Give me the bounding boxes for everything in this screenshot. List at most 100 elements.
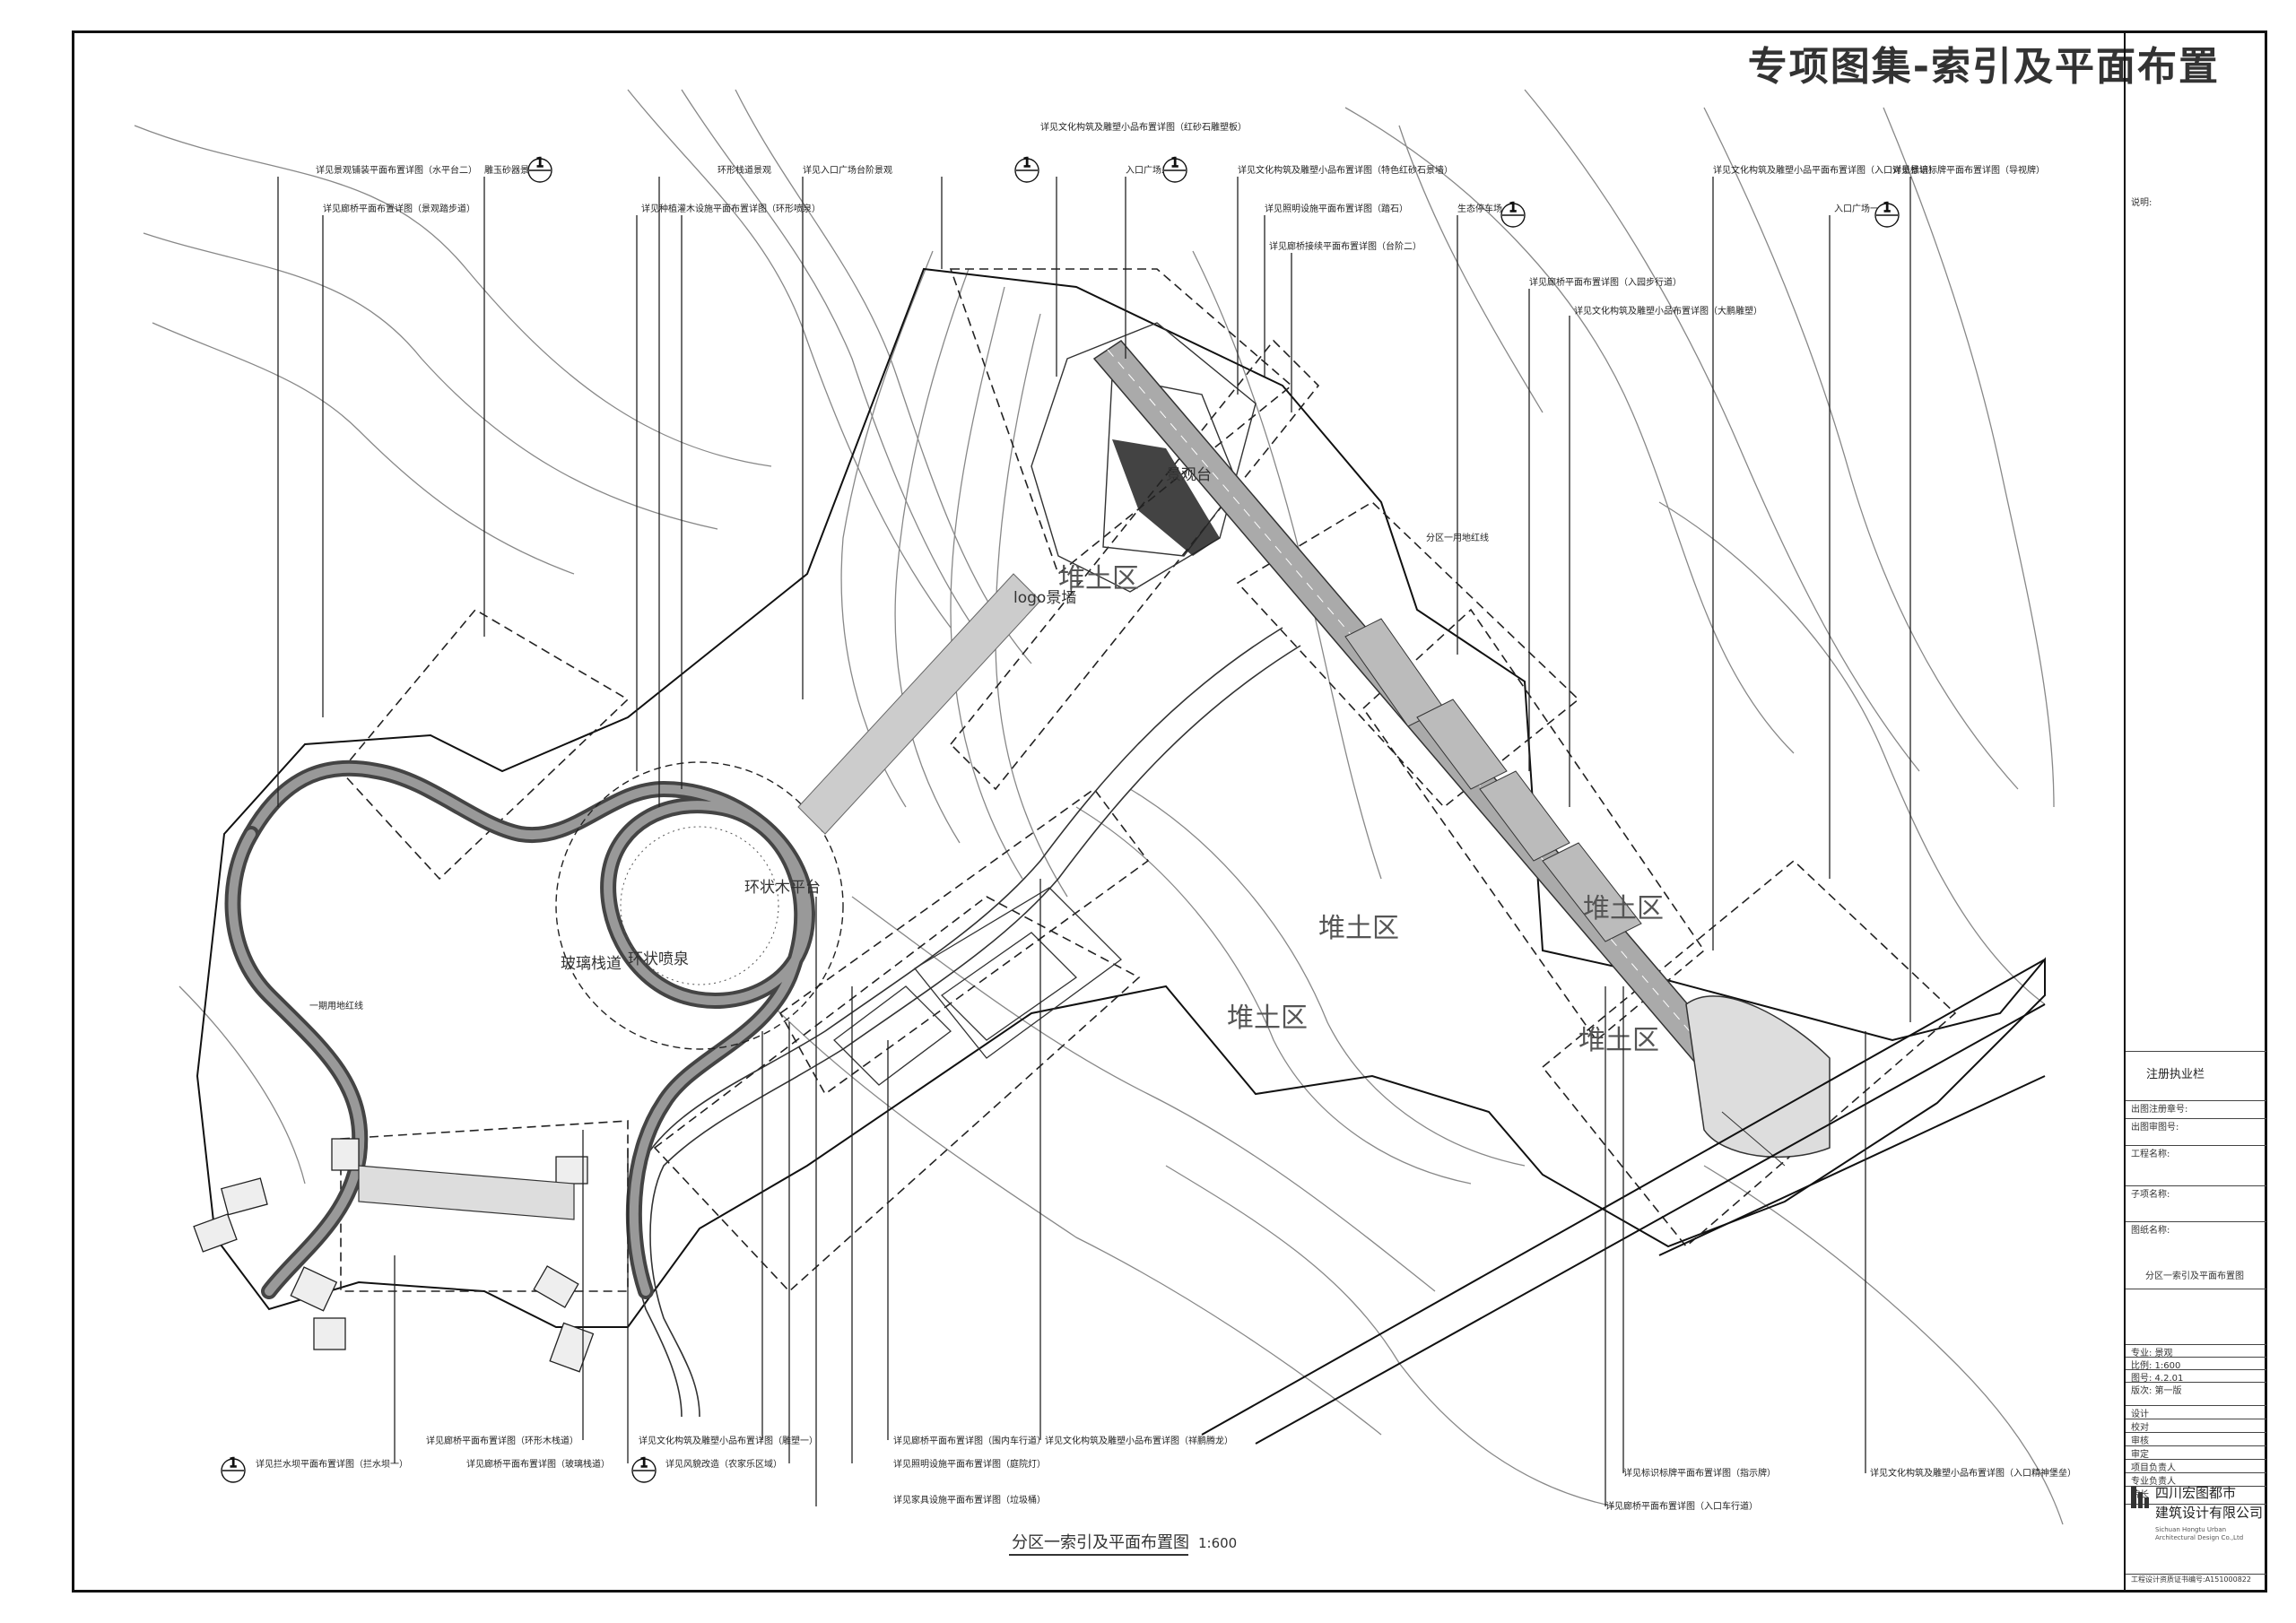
index-mark-icon: 1 <box>1162 155 1187 183</box>
svg-text:1: 1 <box>1023 156 1031 170</box>
boundary-label-2: 一期用地红线 <box>309 1000 363 1011</box>
tb-meta: 版次: 第一版 <box>2126 1382 2266 1396</box>
sign-row: 校对 <box>2126 1419 2266 1433</box>
company-name-line1: 四川宏图都市 <box>2155 1485 2237 1501</box>
callout-text: 环形栈道景观 <box>718 164 771 176</box>
sign-row: 审核 <box>2126 1432 2266 1446</box>
plan-caption: 分区一索引及平面布置图 1:600 <box>1012 1530 1237 1553</box>
company-block <box>2126 1504 2266 1505</box>
fill-zone-label: 堆土区 <box>1318 913 1399 944</box>
plan-caption-title: 分区一索引及平面布置图 <box>1012 1533 1189 1552</box>
callout-text: 详见廊桥平面布置详图（入园步行道） <box>1529 276 1682 288</box>
index-mark-icon: 1 <box>527 155 552 183</box>
connector-road <box>631 627 1301 1418</box>
glass-walkway <box>797 573 1041 835</box>
callout-text: 详见照明设施平面布置详图（庭院灯） <box>893 1458 1046 1470</box>
callout-text: 详见景观铺装平面布置详图（水平台二） <box>316 164 477 176</box>
callout-text: 详见文化构筑及雕塑小品布置详图（雕塑一） <box>639 1435 818 1446</box>
sign-row: 设计 <box>2126 1405 2266 1419</box>
landscape-hall-label: 景观台 <box>1166 466 1212 484</box>
company-name: 四川宏图都市 建筑设计有限公司 <box>2155 1483 2263 1523</box>
drawing-name-block <box>2126 1289 2266 1342</box>
svg-text:1: 1 <box>1509 201 1518 215</box>
tb-meta: 比例: 1:600 <box>2126 1357 2266 1371</box>
callout-text: 详见文化构筑及雕塑小品布置详图（大鹏雕塑） <box>1574 305 1762 317</box>
callout-text: 详见文化构筑及雕塑小品布置详图（特色红砂石景墙） <box>1238 164 1453 176</box>
index-marks: 1 1 1 1 1 1 1 <box>221 155 1900 1483</box>
svg-text:1: 1 <box>640 1456 648 1471</box>
index-mark-icon: 1 <box>1500 200 1526 228</box>
drawing-frame <box>72 30 2267 1593</box>
callout-text: 详见入口广场台阶景观 <box>803 164 892 176</box>
callout-text: 详见廊桥平面布置详图（围内车行道） <box>893 1435 1046 1446</box>
fill-zone-label: 堆土区 <box>1578 1025 1659 1056</box>
index-mark-icon: 1 <box>221 1455 246 1483</box>
index-mark-icon: 1 <box>631 1455 657 1483</box>
plan-caption-scale: 1:600 <box>1198 1535 1238 1551</box>
callout-text: 详见文化构筑及雕塑小品布置详图（入口精神堡垒） <box>1870 1467 2076 1479</box>
sheet-title: 专项图集-索引及平面布置 <box>1747 44 2220 90</box>
parking-strips <box>1344 618 1642 942</box>
callout-leaders-bottom <box>394 879 1866 1506</box>
callout-text: 详见风貌改造（农家乐区域） <box>665 1458 782 1470</box>
serpentine-walkway <box>224 759 816 1299</box>
callout-text: 入口广场二 <box>1126 164 1170 176</box>
corridor <box>358 1165 575 1220</box>
reg-block <box>2126 1051 2266 1089</box>
gravel-pattern <box>1112 439 1220 556</box>
index-mark-icon: 1 <box>1014 155 1039 183</box>
hilltop-plaza <box>1031 322 1257 593</box>
callout-text: 详见廊桥接续平面布置详图（台阶二） <box>1269 240 1422 252</box>
callout-text: 详见标识标牌平面布置详图（导视牌） <box>1892 164 2045 176</box>
logo-wall-label: logo景墙 <box>1013 589 1076 607</box>
tb-row: 图纸名称: <box>2126 1221 2266 1236</box>
svg-text:1: 1 <box>1171 156 1179 170</box>
svg-text:1: 1 <box>536 156 544 170</box>
company-name-en: Sichuan Hongtu Urban Architectural Desig… <box>2155 1526 2244 1541</box>
fill-zone-label: 堆土区 <box>1227 1002 1308 1034</box>
callout-text: 详见标识标牌平面布置详图（指示牌） <box>1623 1467 1776 1479</box>
tb-meta: 图号: 4.2.01 <box>2126 1369 2266 1384</box>
sign-row: 审定 <box>2126 1445 2266 1460</box>
caption-underline <box>1009 1554 1188 1556</box>
index-mark-icon: 1 <box>1874 200 1900 228</box>
callout-leaders-top <box>277 177 1911 1022</box>
callouts-bottom: 详见拦水坝平面布置详图（拦水坝一） 详见廊桥平面布置详图（环形木栈道） 详见廊桥… <box>256 1435 2076 1512</box>
sign-row: 项目负责人 <box>2126 1459 2266 1473</box>
title-block: 说明: 出图注册章号: 出图审图号: 工程名称: 子项名称: 图纸名称: 专业:… <box>2124 33 2266 1590</box>
entrance-plaza <box>1685 995 1831 1167</box>
tb-row: 出图注册章号: <box>2126 1100 2266 1115</box>
callout-text: 详见种植灌木设施平面布置详图（环形喷泉） <box>641 203 821 214</box>
sign-row: 专业负责人 <box>2126 1472 2266 1487</box>
ring-platform-label: 环状木平台 <box>744 879 821 897</box>
parking-lots <box>833 887 1122 1086</box>
callout-text: 详见文化构筑及雕塑小品平面布置详图（入口对景景墙） <box>1713 164 1937 176</box>
ring-platform <box>555 761 844 1050</box>
drawing-name: 分区一索引及平面布置图 <box>2145 1271 2244 1281</box>
callout-text: 详见家具设施平面布置详图（垃圾桶） <box>893 1494 1046 1506</box>
callout-text: 生态停车场 <box>1457 203 1502 214</box>
fill-zone-label: 堆土区 <box>1058 563 1139 595</box>
reg-title: 注册执业栏 <box>2146 1068 2205 1081</box>
callouts-top: 详见景观铺装平面布置详图（水平台二） 详见廊桥平面布置详图（景观踏步道） 雕玉砂… <box>316 121 2045 317</box>
svg-text:1: 1 <box>230 1456 238 1471</box>
callout-text: 详见廊桥平面布置详图（入口车行道） <box>1605 1500 1758 1512</box>
callout-text: 入口广场一 <box>1834 203 1879 214</box>
company-logo-icon <box>2131 1487 2149 1508</box>
cert-number: 工程设计资质证书编号:A151000822 <box>2126 1574 2266 1584</box>
terrain-contours <box>134 89 2064 1525</box>
tb-row: 工程名称: <box>2126 1145 2266 1159</box>
fountain-label: 环状喷泉 <box>628 950 689 968</box>
callout-text: 详见廊桥平面布置详图（景观踏步道） <box>323 203 475 214</box>
tb-row: 出图审图号: <box>2126 1118 2266 1133</box>
glass-walk-label: 玻璃栈道 <box>561 955 622 973</box>
tb-row: 子项名称: <box>2126 1185 2266 1200</box>
callout-text: 详见廊桥平面布置详图（玻璃栈道） <box>466 1458 610 1470</box>
callout-text: 详见文化构筑及雕塑小品布置详图（祥鹏腾龙） <box>1045 1435 1233 1446</box>
fill-zone-label: 堆土区 <box>1583 893 1664 924</box>
callout-text: 详见文化构筑及雕塑小品布置详图（红砂石雕塑板） <box>1040 121 1247 133</box>
callout-text: 详见照明设施平面布置详图（踏石） <box>1265 203 1408 214</box>
company-name-line2: 建筑设计有限公司 <box>2155 1505 2264 1521</box>
svg-text:1: 1 <box>1883 201 1892 215</box>
